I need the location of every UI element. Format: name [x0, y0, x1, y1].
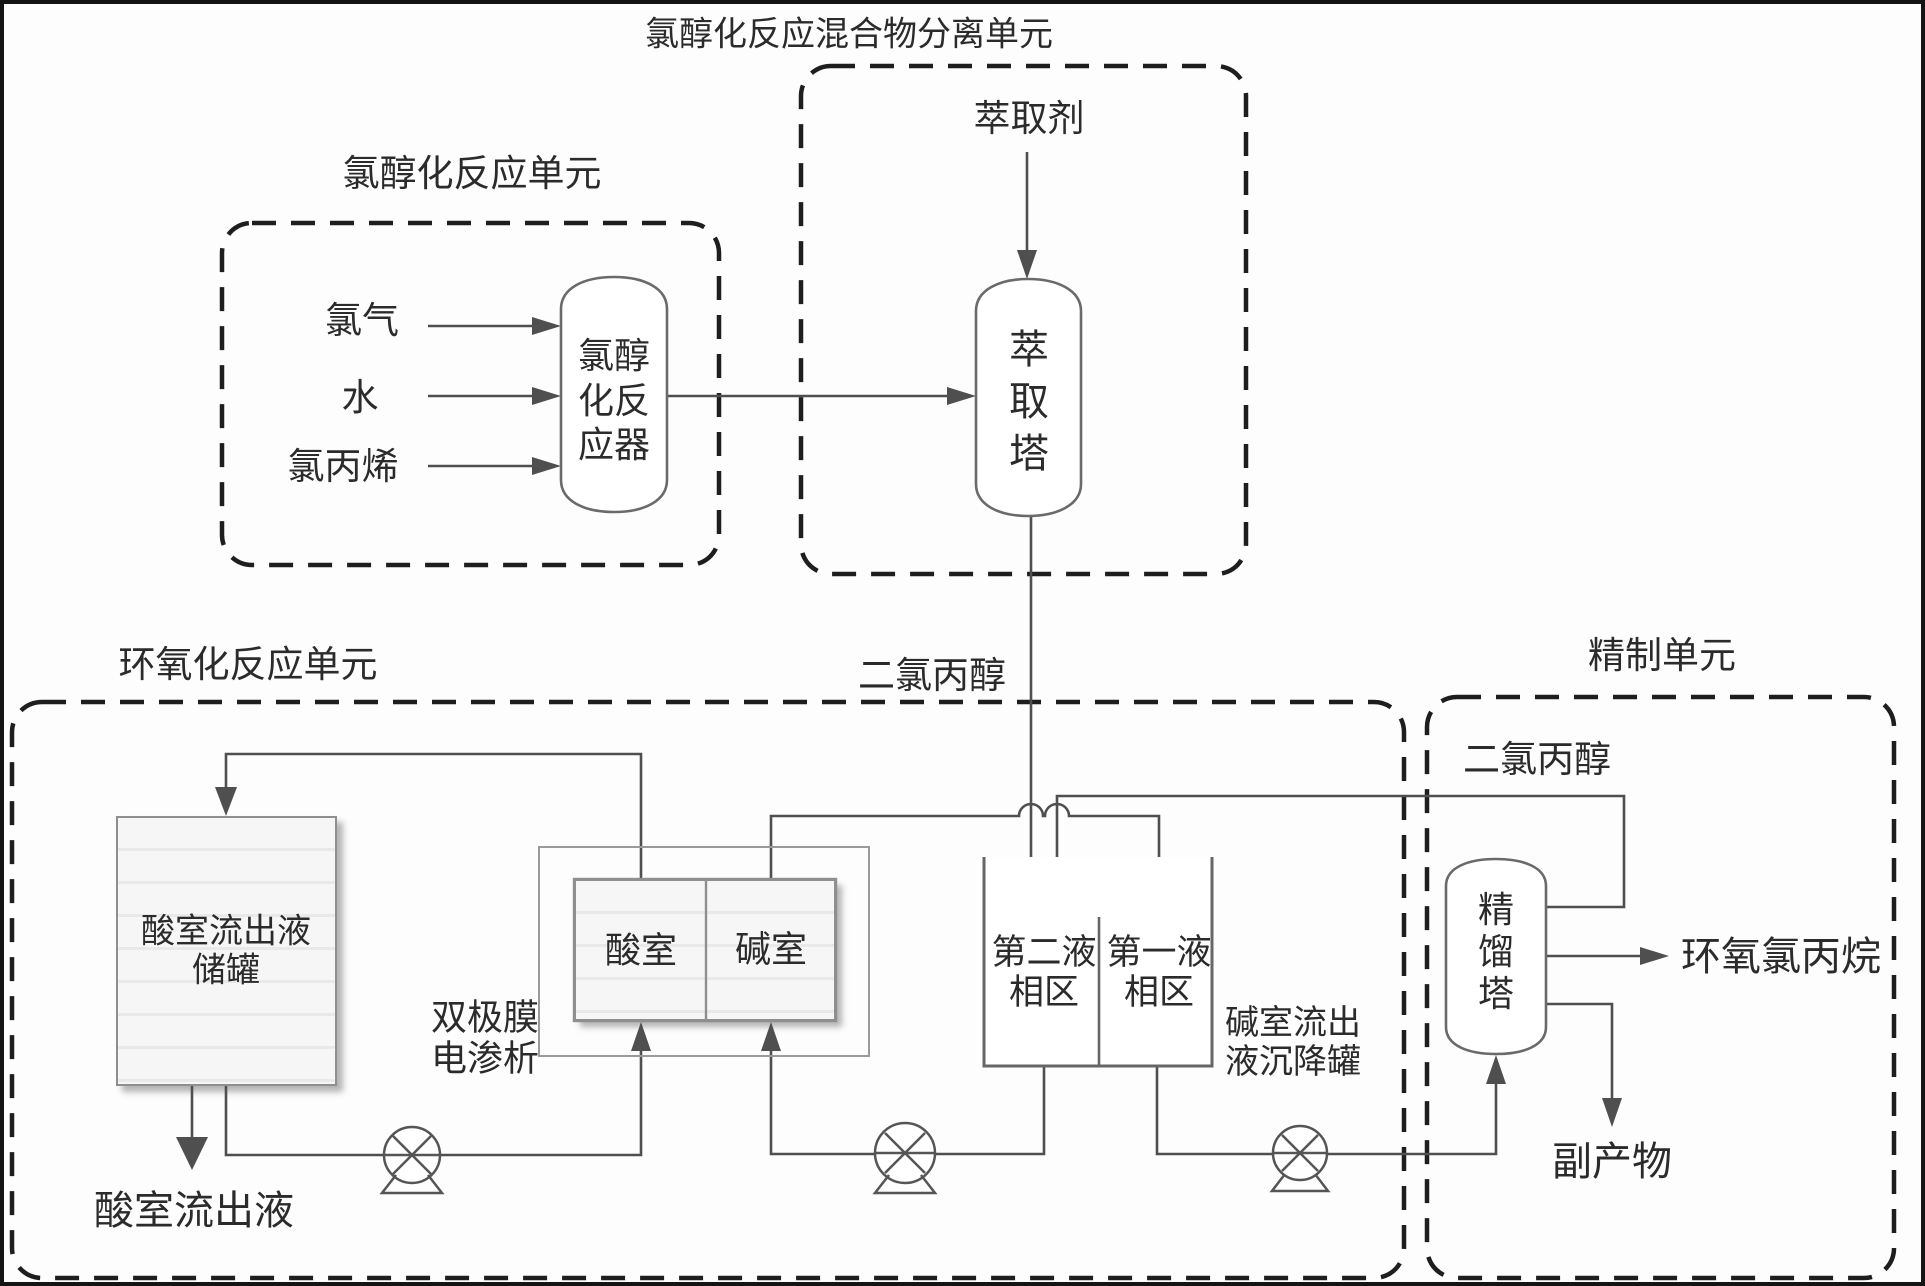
chlorohydrination-reactor-vessel	[559, 275, 669, 514]
electrodialysis-label: 双极膜电渗析	[430, 996, 539, 1079]
feed-water-label: 水	[341, 376, 379, 418]
alkali-chamber-label: 碱室	[734, 928, 808, 970]
arrow-into-extraction-tower	[947, 387, 976, 405]
reactor-label: 氯醇化反应器	[577, 335, 650, 466]
arrow-into-tank	[215, 787, 237, 816]
arrow-into-acid-chamber	[631, 1022, 651, 1051]
product-epichlorohydrin-label: 环氧氯丙烷	[1681, 935, 1881, 979]
settling-tank-label: 碱室流出液沉降罐	[1225, 1003, 1361, 1081]
acid-effluent-out-label: 酸室流出液	[94, 1189, 294, 1233]
epoxidation-unit-boundary	[9, 699, 1407, 1281]
pump-acid-circulation	[379, 1125, 445, 1195]
extraction-tower-vessel	[974, 277, 1083, 518]
separation-unit-title: 氯醇化反应混合物分离单元	[645, 15, 1053, 54]
acid-chamber-label: 酸室	[604, 929, 678, 971]
second-phase-zone-label: 第二液相区	[991, 932, 1097, 1012]
arrow-allyl-chloride	[532, 457, 561, 475]
epoxidation-unit-title: 环氧化反应单元	[118, 643, 378, 685]
distillation-tower-vessel	[1444, 857, 1548, 1056]
arrow-into-distillation	[1486, 1055, 1506, 1084]
refining-unit-boundary	[1424, 694, 1897, 1281]
feed-allyl-chloride-label: 氯丙烯	[287, 445, 399, 487]
byproduct-label: 副产物	[1552, 1140, 1672, 1184]
arrow-byproduct	[1602, 1098, 1622, 1127]
diagram-linework	[9, 63, 1897, 1281]
chlorohydrination-unit-title: 氯醇化反应单元	[342, 152, 602, 194]
arrow-water	[532, 387, 561, 405]
arrow-extractant	[1017, 250, 1037, 279]
distillation-tower-label: 精馏塔	[1477, 888, 1514, 1015]
arrow-chlorine	[532, 317, 561, 335]
separation-unit-boundary	[798, 63, 1249, 577]
byproduct-outlet-line	[1546, 1002, 1614, 1102]
chlorohydrination-unit-boundary	[219, 220, 722, 568]
first-phase-zone-label: 第一液相区	[1106, 932, 1212, 1012]
extractant-label: 萃取剂	[973, 97, 1085, 139]
acid-chamber-to-tank-line	[224, 752, 643, 879]
pump-feed-distillation	[1269, 1124, 1331, 1193]
electrodialysis-housing	[538, 846, 870, 1057]
arrow-acid-effluent-out	[176, 1137, 208, 1170]
dichloropropanol-stream-label: 二氯丙醇	[858, 654, 1006, 696]
extraction-tower-label: 萃取塔	[1009, 328, 1049, 476]
dichloropropanol-refining-label: 二氯丙醇	[1463, 738, 1611, 780]
distillation-recycle-line	[1055, 794, 1626, 909]
acid-effluent-tank-body	[116, 816, 337, 1086]
pumps	[379, 1121, 1331, 1195]
refining-unit-title: 精制单元	[1588, 634, 1736, 676]
arrow-product	[1640, 947, 1669, 965]
acid-effluent-tank-label: 酸室流出液储罐	[141, 912, 311, 990]
alkali-chamber-to-settler-line	[769, 802, 1161, 879]
pump-alkali-circulation	[872, 1121, 938, 1195]
feed-chlorine-label: 氯气	[325, 299, 399, 341]
arrow-into-alkali-chamber	[761, 1022, 781, 1051]
